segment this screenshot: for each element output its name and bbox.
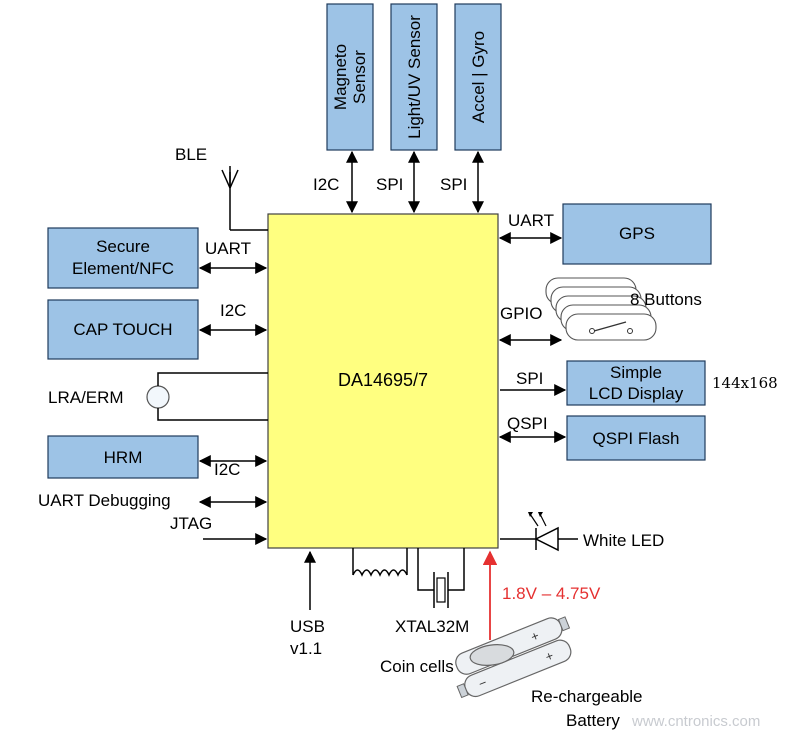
lra-wire-bottom (157, 408, 268, 421)
motor-icon (146, 385, 170, 409)
secure-element-line2: Element/NFC (72, 259, 174, 278)
spi-light-bus-label: SPI (376, 175, 403, 194)
led-diode-icon (500, 512, 578, 552)
voltage-label: 1.8V – 4.75V (502, 584, 601, 603)
accel-gyro-label: Accel | Gyro (469, 31, 488, 123)
lcd-line1: Simple (610, 363, 662, 382)
secure-element-block (47, 227, 199, 289)
lra-erm-label: LRA/ERM (48, 388, 124, 407)
xtal-label: XTAL32M (395, 617, 469, 636)
lcd-line2: LCD Display (589, 384, 684, 403)
inductor-icon (352, 548, 408, 577)
gps-block (562, 203, 712, 265)
lcd-display-block (566, 360, 706, 406)
cap-touch-label: CAP TOUCH (73, 320, 172, 339)
lra-wire-top (157, 372, 268, 386)
cap-touch-block (47, 299, 199, 360)
hrm-block (47, 435, 199, 479)
magneto-label-line1: Magneto (331, 44, 350, 110)
coin-cell-icon (469, 644, 515, 666)
ble-label: BLE (175, 145, 207, 164)
spi-lcd-bus-label: SPI (516, 369, 543, 388)
battery-label-line2: Battery (566, 711, 620, 730)
spi-accel-bus-label: SPI (440, 175, 467, 194)
gpio-bus-label: GPIO (500, 304, 543, 323)
i2c-magneto-bus-label: I2C (313, 175, 339, 194)
qspi-flash-label: QSPI Flash (593, 429, 680, 448)
secure-element-line1: Secure (96, 237, 150, 256)
buttons-label: 8 Buttons (630, 290, 702, 309)
watermark: www.cntronics.com (631, 713, 760, 730)
battery-label-line1: Re-chargeable (531, 687, 643, 706)
white-led-label: White LED (583, 531, 664, 550)
jtag-label: JTAG (170, 514, 212, 533)
uart-secure-bus-label: UART (205, 239, 251, 258)
hrm-label: HRM (104, 448, 143, 467)
i2c-cap-bus-label: I2C (220, 301, 246, 320)
magneto-sensor-block (326, 3, 374, 151)
mcu-block (267, 213, 499, 549)
antenna-icon (221, 166, 268, 231)
usb-label-line2: v1.1 (290, 639, 322, 658)
magneto-label-line2: Sensor (350, 50, 369, 104)
i2c-hrm-bus-label: I2C (214, 460, 240, 479)
gps-label: GPS (619, 224, 655, 243)
qspi-bus-label: QSPI (507, 414, 548, 433)
buttons-stack-icon (545, 277, 657, 341)
light-uv-label: Light/UV Sensor (405, 15, 424, 139)
qspi-flash-block (566, 415, 706, 461)
uart-debugging-label: UART Debugging (38, 491, 171, 510)
uart-gps-bus-label: UART (508, 211, 554, 230)
crystal-icon (417, 548, 465, 608)
lcd-resolution: 144x168 (712, 374, 778, 392)
light-uv-sensor-block (390, 3, 438, 151)
mcu-label: DA14695/7 (338, 370, 428, 390)
usb-label-line1: USB (290, 617, 325, 636)
accel-gyro-block (454, 3, 502, 151)
coin-cells-label: Coin cells (380, 657, 454, 676)
